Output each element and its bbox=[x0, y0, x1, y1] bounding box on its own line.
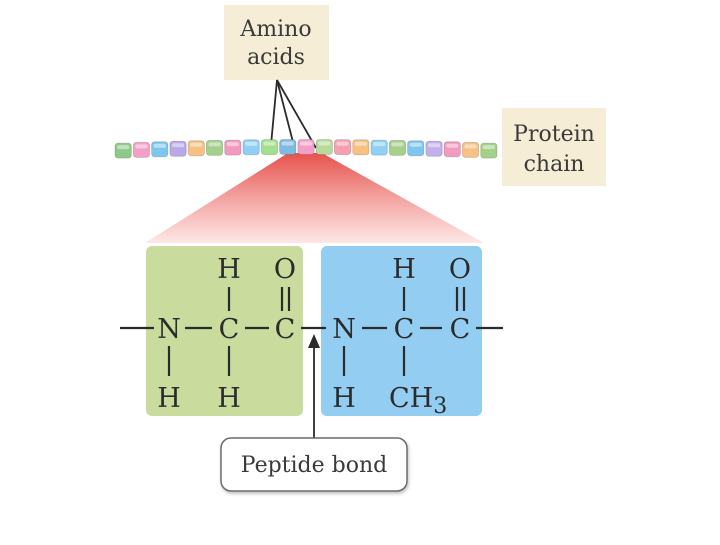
atom-c-alpha-1: C bbox=[219, 314, 240, 345]
amino-acid-bead bbox=[407, 140, 425, 157]
amino-acid-bead-highlight bbox=[171, 143, 185, 148]
amino-acid-bead-highlight bbox=[391, 142, 404, 147]
amino-acid-bead bbox=[242, 139, 260, 156]
amino-acid-bead-highlight bbox=[318, 141, 331, 146]
zoom-fan bbox=[145, 153, 484, 243]
amino-acid-bead bbox=[187, 140, 205, 157]
atom-c-alpha-2: C bbox=[394, 314, 415, 345]
amino-acid-bead-highlight bbox=[263, 141, 276, 146]
amino-acid-bead-highlight bbox=[245, 141, 258, 146]
amino-acid-bead-highlight bbox=[117, 145, 130, 150]
methyl-subscript: 3 bbox=[433, 394, 447, 419]
atom-o-top-1: O bbox=[274, 254, 296, 285]
atom-h-bottom-1: H bbox=[157, 383, 181, 414]
peptide-bond-arrow bbox=[308, 334, 320, 440]
amino-acid-bead bbox=[169, 140, 187, 157]
amino-acids-label-line2: acids bbox=[247, 45, 305, 70]
methyl-ch: CH bbox=[389, 383, 433, 414]
amino-acid-bead-highlight bbox=[373, 142, 386, 147]
atom-h-bottom-2: H bbox=[217, 383, 241, 414]
atom-o-top-2: O bbox=[449, 254, 471, 285]
chemical-bonds bbox=[120, 287, 503, 376]
atom-h-top-1: H bbox=[217, 254, 241, 285]
amino-acid-bead bbox=[461, 141, 480, 158]
amino-acid-bead-highlight bbox=[464, 144, 477, 149]
amino-acid-bead-highlight bbox=[336, 141, 349, 146]
amino-acid-bead bbox=[370, 139, 388, 156]
peptide-bond-label-box bbox=[220, 437, 408, 492]
protein-chain bbox=[114, 139, 498, 159]
peptide-bond-label: Peptide bond bbox=[241, 453, 387, 478]
atom-n-2: N bbox=[332, 314, 356, 345]
amino-acid-bead bbox=[279, 139, 297, 155]
protein-chain-label-line2: chain bbox=[524, 152, 585, 177]
amino-acid-bead-highlight bbox=[281, 141, 294, 146]
atom-c-carbonyl-1: C bbox=[275, 314, 296, 345]
protein-chain-label-box bbox=[502, 108, 606, 186]
amino-acid-bead bbox=[260, 139, 278, 156]
amino-acid-bead-highlight bbox=[354, 141, 367, 146]
methyl-group: CH3 bbox=[389, 383, 447, 419]
protein-chain-label-line1: Protein bbox=[513, 122, 595, 147]
amino-acid-bead bbox=[151, 141, 169, 158]
amino-acid-bead bbox=[480, 142, 498, 159]
amino-acid-bead-highlight bbox=[135, 144, 148, 149]
atom-n-1: N bbox=[157, 314, 181, 345]
amino-acid-bead-highlight bbox=[482, 145, 495, 150]
amino-acid-bead-highlight bbox=[427, 143, 441, 148]
amino-acid-bead-highlight bbox=[446, 143, 459, 148]
amino-acid-bead-highlight bbox=[153, 143, 166, 148]
atom-h-bottom-3: H bbox=[332, 383, 356, 414]
amino-acid-bead-highlight bbox=[299, 141, 313, 146]
amino-acid-bead bbox=[224, 139, 242, 156]
amino-acid-bead-highlight bbox=[190, 142, 203, 147]
amino-acid-bead bbox=[443, 141, 461, 158]
amino-acid-bead bbox=[352, 139, 370, 156]
amino-acid-bead bbox=[132, 141, 151, 158]
amino-acid-bead bbox=[205, 139, 224, 156]
amino-acids-pointer-lines bbox=[270, 79, 317, 149]
amino-acid-bead bbox=[425, 140, 443, 157]
amino-acid-bead bbox=[388, 139, 406, 156]
amino-acid-bead-highlight bbox=[208, 142, 221, 147]
atom-c-carbonyl-2: C bbox=[450, 314, 471, 345]
atoms: H O H O N C C N C C H H H CH3 bbox=[157, 254, 471, 419]
blue-residue-panel bbox=[321, 246, 482, 416]
amino-acid-bead bbox=[114, 142, 132, 159]
amino-acids-label-box bbox=[224, 5, 329, 80]
amino-acid-bead bbox=[333, 139, 352, 156]
amino-acid-bead-highlight bbox=[226, 142, 239, 147]
amino-acid-bead bbox=[315, 139, 333, 155]
green-residue-panel bbox=[146, 246, 303, 416]
amino-acid-bead-highlight bbox=[409, 142, 422, 147]
amino-acids-label-line1: Amino bbox=[239, 17, 311, 42]
atom-h-top-2: H bbox=[392, 254, 416, 285]
amino-acid-bead bbox=[297, 139, 315, 155]
